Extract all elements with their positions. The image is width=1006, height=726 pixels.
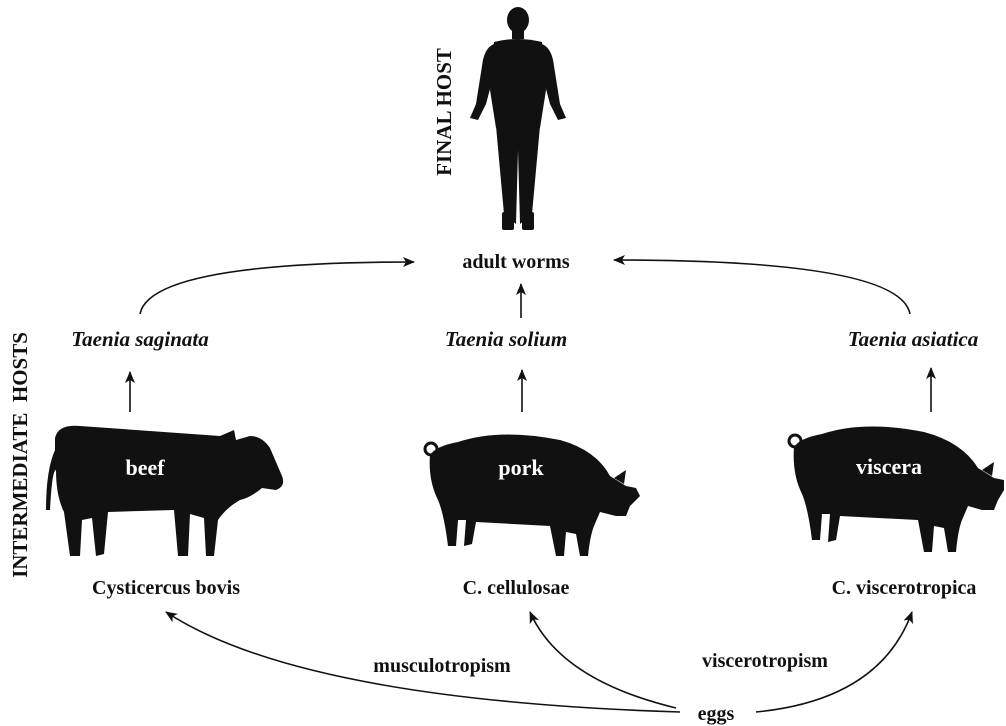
pig-silhouette-icon <box>789 426 1004 552</box>
animal-label-viscera: viscera <box>856 454 922 479</box>
larva-label-viscerotropica: C. viscerotropica <box>832 577 977 599</box>
species-label-solium: Taenia solium <box>445 327 567 351</box>
species-label-asiatica: Taenia asiatica <box>848 327 978 351</box>
eggs-label: eggs <box>698 703 735 725</box>
species-label-saginata: Taenia saginata <box>71 327 209 351</box>
tropism-label-musculo: musculotropism <box>373 655 511 677</box>
arrow-saginata-to-adult <box>140 262 414 314</box>
arrow-eggs-to-cellulosae <box>530 612 676 708</box>
human-figure-icon <box>470 7 566 230</box>
intermediate-hosts-label: INTERMEDIATE HOSTS <box>8 332 32 578</box>
animal-label-beef: beef <box>125 455 165 480</box>
larva-label-bovis: Cysticercus bovis <box>92 577 240 599</box>
animal-label-pork: pork <box>498 455 544 480</box>
arrow-asiatica-to-adult <box>614 260 910 314</box>
final-host-label: FINAL HOST <box>432 48 456 176</box>
cow-silhouette-icon <box>46 426 283 556</box>
larva-label-cellulosae: C. cellulosae <box>463 577 570 599</box>
pig-silhouette-icon <box>425 434 640 556</box>
tropism-label-viscero: viscerotropism <box>702 650 828 672</box>
adult-worms-label: adult worms <box>462 251 569 273</box>
